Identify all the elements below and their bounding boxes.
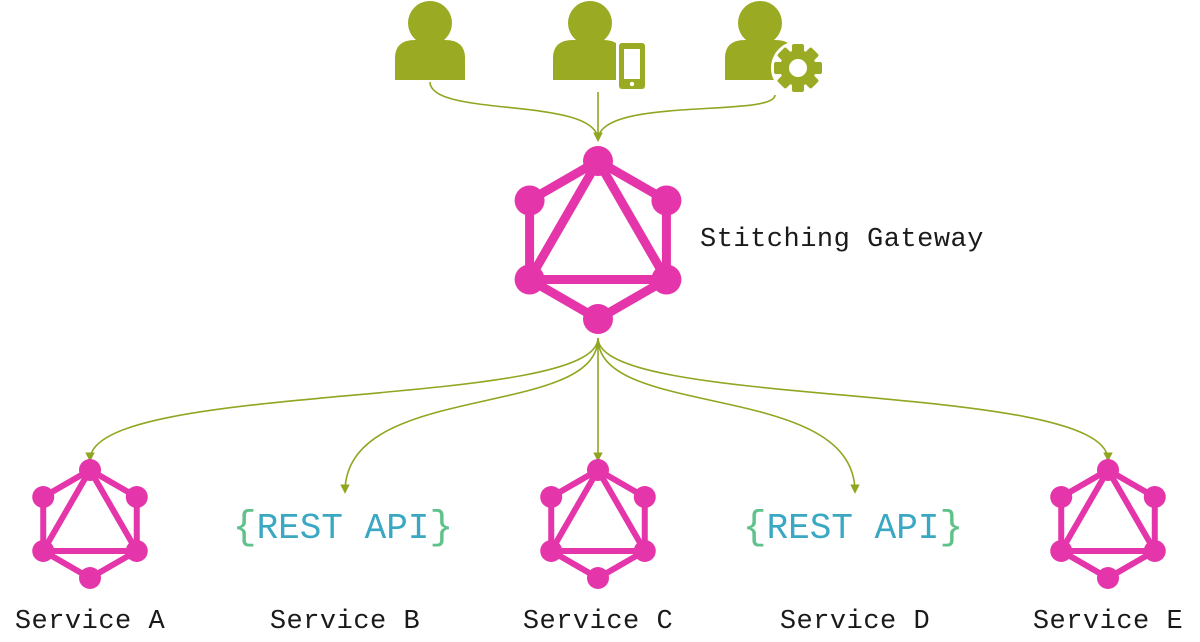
user-settings-icon	[725, 1, 825, 95]
graphql-icon	[1050, 459, 1166, 589]
arrow-gateway-to-service-e	[597, 337, 1113, 462]
service-a: Service A	[15, 459, 166, 637]
service-label: Service B	[270, 607, 420, 637]
service-d: {REST API} Service D	[743, 506, 964, 637]
gear-icon	[771, 41, 825, 95]
user-mobile-icon	[553, 1, 648, 92]
service-b: {REST API} Service B	[233, 506, 454, 637]
arrow-gateway-to-service-a	[85, 337, 599, 462]
service-label: Service A	[15, 607, 166, 637]
user-icon	[395, 1, 465, 80]
service-c: Service C	[523, 459, 673, 637]
arrow-gateway-to-service-b	[340, 337, 599, 494]
service-label: Service D	[780, 607, 930, 637]
graphql-icon	[514, 146, 682, 334]
service-e: Service E	[1033, 459, 1183, 637]
graphql-icon	[540, 459, 656, 589]
rest-api-icon: {REST API}	[743, 506, 964, 551]
gateway-label: Stitching Gateway	[700, 225, 984, 255]
graphql-icon	[32, 459, 148, 589]
arrow-user-to-gateway	[429, 81, 603, 142]
service-label: Service C	[523, 607, 673, 637]
arrow-gateway-to-service-d	[597, 337, 860, 494]
arrow-user-settings-to-gateway	[597, 94, 776, 141]
rest-api-icon: {REST API}	[233, 506, 454, 551]
service-arrows	[85, 337, 1113, 494]
service-label: Service E	[1033, 607, 1183, 637]
services: Service A {REST API} Service B Service C {RE…	[15, 459, 1183, 637]
phone-icon	[616, 40, 648, 92]
client-arrows	[429, 81, 776, 142]
